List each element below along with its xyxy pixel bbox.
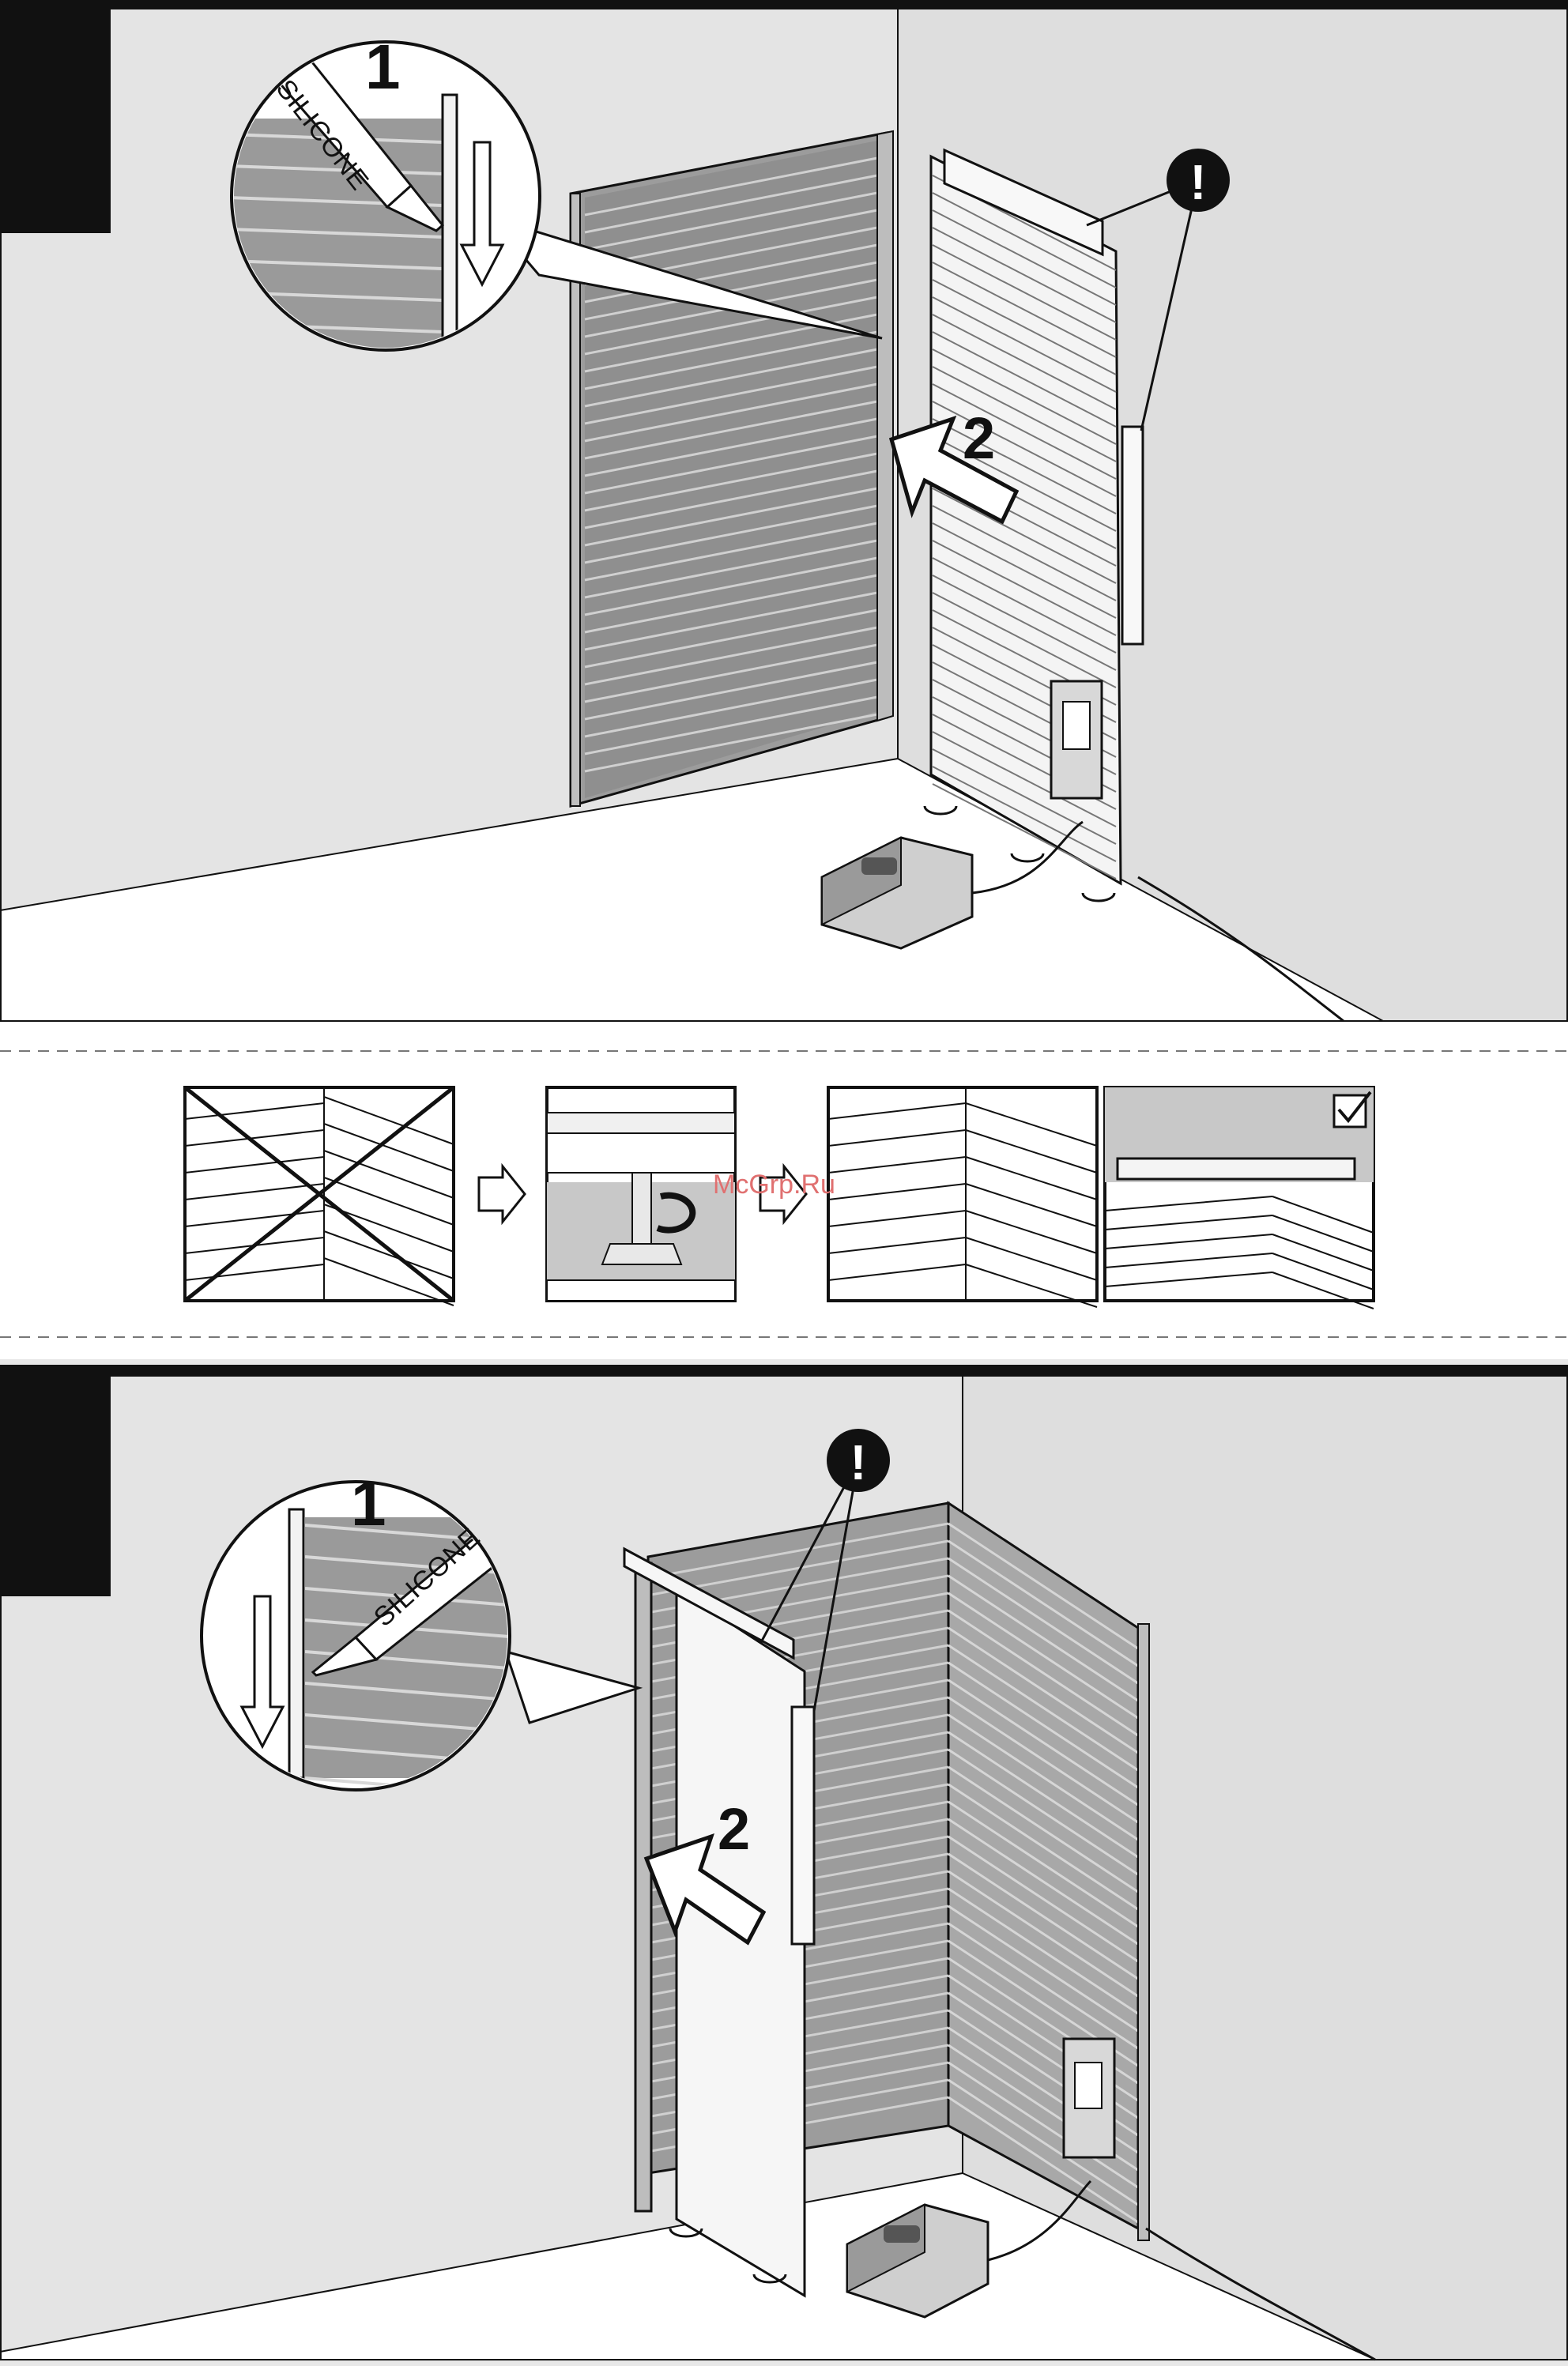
- step1-illustration: 2 ! SILICONE 1: [0, 0, 1568, 1027]
- step1-scene: 2 ! SILICONE 1: [0, 0, 1568, 1027]
- correct-alignment-box: [828, 1087, 1097, 1307]
- warning-symbol: !: [1190, 156, 1207, 210]
- step2-illustration: 2 ! SILICONE 1: [0, 1359, 1568, 2366]
- push-step-number-2: 2: [718, 1796, 750, 1862]
- side-trim-piece: [1122, 427, 1143, 644]
- wrong-alignment-box: [185, 1087, 454, 1305]
- push-step-number: 2: [963, 405, 995, 471]
- trim-fitted-box: [1105, 1087, 1374, 1309]
- watermark: McGrp.Ru: [713, 1170, 835, 1200]
- middle-scene: McGrp.Ru: [0, 1027, 1568, 1359]
- adjustment-sequence: McGrp.Ru: [0, 1027, 1568, 1359]
- trim-piece: [1118, 1159, 1355, 1179]
- installed-wall-panel: [571, 131, 893, 806]
- step2-scene: 2 ! SILICONE 1: [0, 1359, 1568, 2366]
- detail-step-number: 1: [365, 32, 401, 102]
- warning-symbol-2: !: [850, 1436, 867, 1490]
- side-trim-piece-2: [792, 1707, 814, 1944]
- top-border-2: [0, 1366, 1568, 1377]
- detail-step-number-2: 1: [351, 1468, 386, 1539]
- adjust-foot-box: [547, 1087, 735, 1301]
- step-tab-2: [0, 1366, 111, 1596]
- step-tab: [0, 0, 111, 233]
- outline-arrow-right-icon: [479, 1166, 525, 1222]
- moving-wall-panel: [931, 150, 1143, 883]
